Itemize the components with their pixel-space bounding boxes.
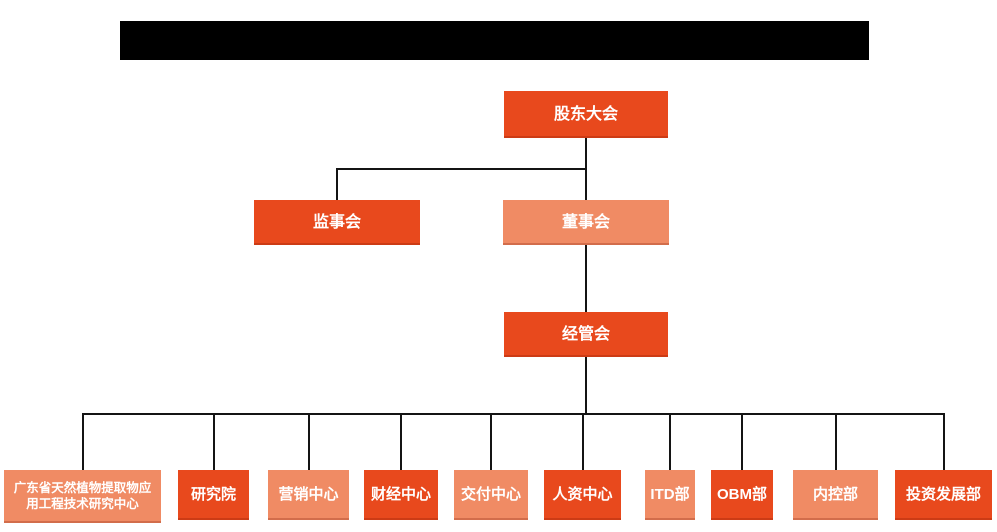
connector-line [669,414,671,470]
org-node-label: 研究院 [190,485,236,503]
org-node-shareholders-meeting: 股东大会 [504,91,668,138]
connector-line [581,414,584,470]
org-node-hr-center: 人资中心 [544,470,621,520]
org-node-supervisory-board: 监事会 [254,200,420,245]
org-node-investment-development-dept: 投资发展部 [895,470,992,520]
connector-line [336,168,587,170]
connector-line [585,279,587,312]
connector-line [490,414,492,470]
connector-line [585,245,587,279]
connector-line [336,169,338,200]
org-node-label: 董事会 [561,213,610,231]
redacted-title-bar [120,21,869,60]
org-node-label: 交付中心 [460,485,521,503]
connector-line [585,357,587,414]
org-node-label: 广东省天然植物提取物应用工程技术研究中心 [13,480,152,511]
org-node-label: 经管会 [561,325,610,343]
org-node-label: 人资中心 [552,485,613,503]
org-node-label: OBM部 [717,485,767,503]
org-node-label: 营销中心 [278,485,339,503]
connector-line [942,414,945,470]
org-node-internal-control-dept: 内控部 [793,470,878,520]
org-node-board-of-directors: 董事会 [503,200,669,245]
connector-line [834,414,837,470]
org-node-label: 监事会 [312,213,361,231]
org-node-research-center: 广东省天然植物提取物应用工程技术研究中心 [4,470,161,523]
org-node-label: 财经中心 [370,485,431,503]
connector-line [400,414,402,470]
connector-line [81,414,84,470]
org-node-label: 投资发展部 [905,485,981,503]
org-node-label: 股东大会 [553,105,618,123]
org-node-label: ITD部 [650,485,690,503]
org-node-label: 内控部 [812,485,858,503]
connector-line [307,414,310,470]
connector-line [81,413,945,415]
org-node-itd-dept: ITD部 [645,470,695,520]
connector-line [212,414,215,470]
org-node-marketing-center: 营销中心 [268,470,349,520]
connector-line [585,169,587,200]
org-node-delivery-center: 交付中心 [454,470,528,520]
org-node-obm-dept: OBM部 [711,470,773,520]
org-node-research-academy: 研究院 [178,470,249,520]
org-node-management-committee: 经管会 [504,312,668,357]
connector-line [585,138,587,169]
connector-line [741,414,743,470]
org-node-finance-center: 财经中心 [364,470,438,520]
